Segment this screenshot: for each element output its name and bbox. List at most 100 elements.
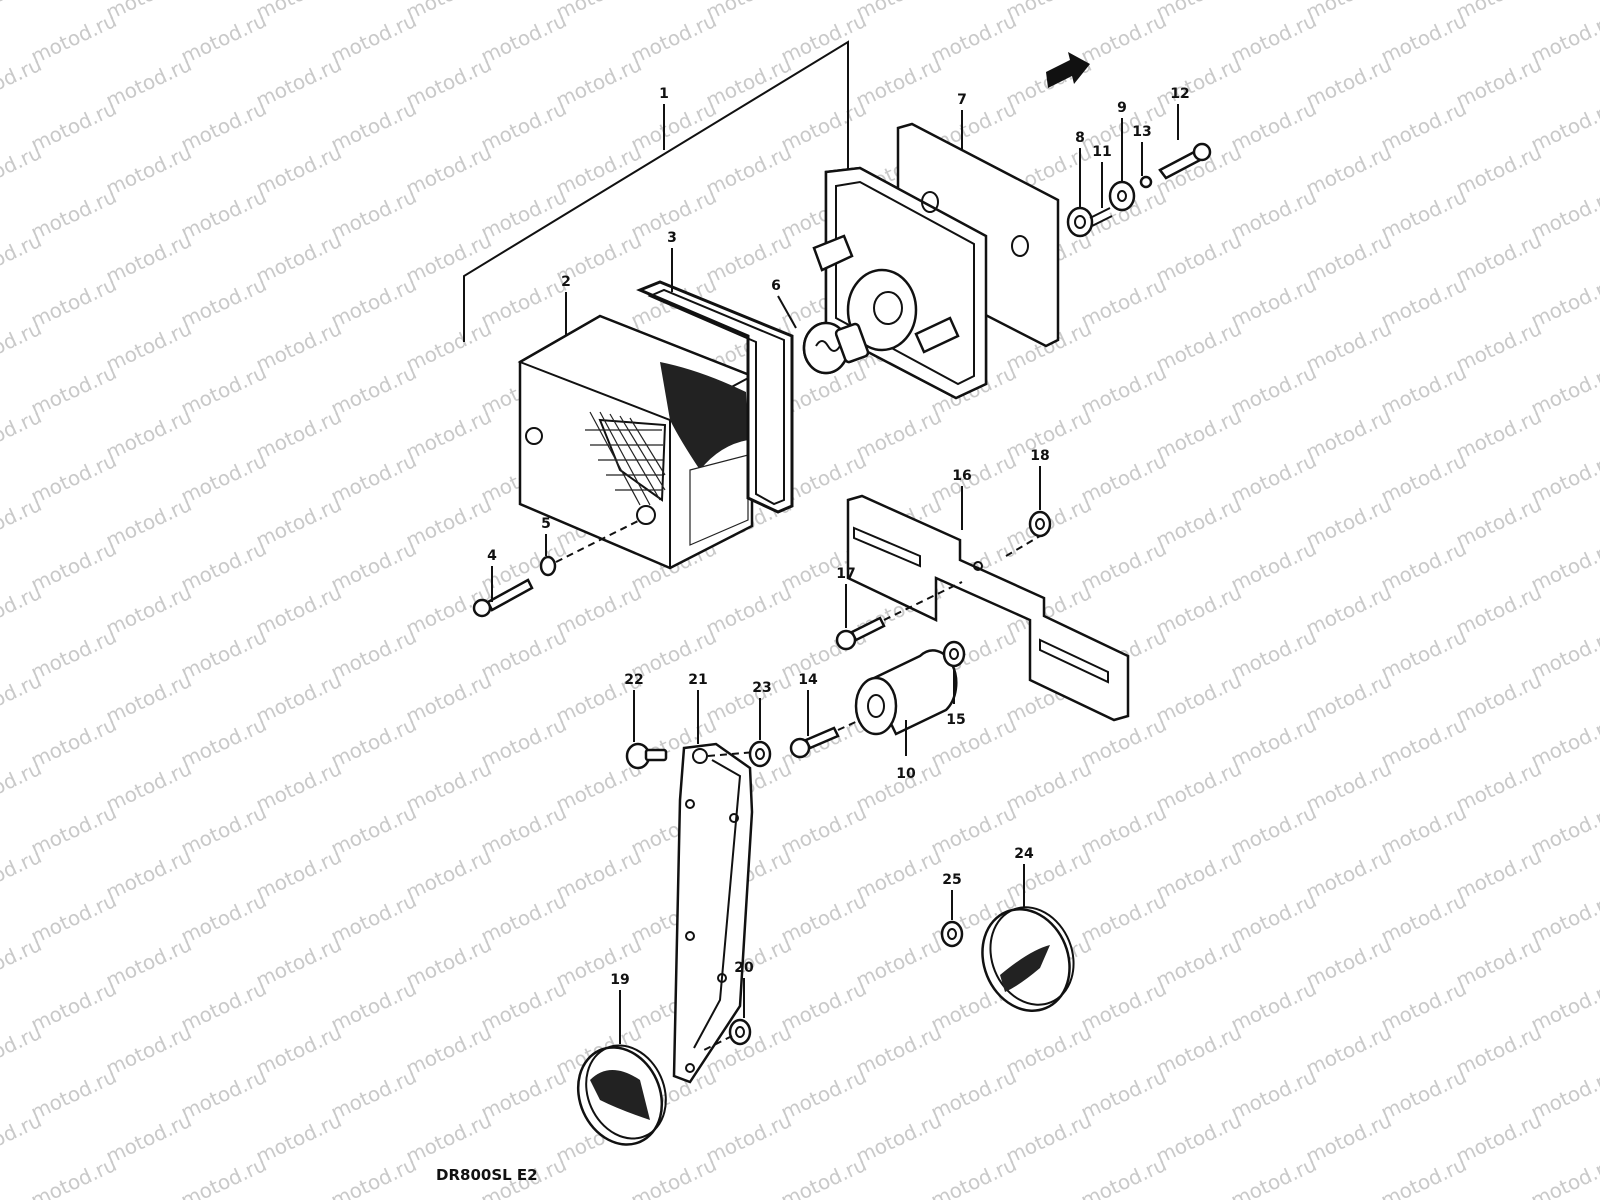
watermark-text: motod.ru [402, 52, 495, 113]
watermark-text: motod.ru [327, 272, 420, 333]
callout-1: 1 [659, 86, 669, 102]
watermark-text: motod.ru [1452, 580, 1545, 641]
watermark-text: motod.ru [102, 404, 195, 465]
watermark-text: motod.ru [1377, 536, 1470, 597]
watermark-text: motod.ru [777, 888, 870, 949]
watermark-text: motod.ru [1227, 888, 1320, 949]
watermark-text: motod.ru [0, 492, 45, 553]
watermark-text: motod.ru [327, 624, 420, 685]
watermark-text: motod.ru [102, 52, 195, 113]
watermark-text: motod.ru [852, 52, 945, 113]
watermark-text: motod.ru [477, 800, 570, 861]
watermark-text: motod.ru [1302, 1108, 1395, 1169]
watermark-text: motod.ru [102, 580, 195, 641]
watermark-text: motod.ru [252, 140, 345, 201]
watermark-text: motod.ru [1452, 492, 1545, 553]
watermark-text: motod.ru [1227, 1064, 1320, 1125]
watermark-text: motod.ru [1302, 844, 1395, 905]
watermark-text: motod.ru [477, 184, 570, 245]
watermark-text: motod.ru [927, 800, 1020, 861]
watermark-text: motod.ru [252, 316, 345, 377]
watermark-text: motod.ru [1077, 976, 1170, 1037]
watermark-text: motod.ru [1452, 668, 1545, 729]
callout-21: 21 [688, 672, 707, 688]
watermark-text: motod.ru [1152, 228, 1245, 289]
watermark-text: motod.ru [252, 668, 345, 729]
watermark-text: motod.ru [1302, 580, 1395, 641]
watermark-text: motod.ru [327, 184, 420, 245]
watermark-text: motod.ru [402, 228, 495, 289]
watermark-text: motod.ru [27, 96, 120, 157]
callout-4: 4 [487, 548, 497, 564]
watermark-text: motod.ru [927, 448, 1020, 509]
rubber-spacer [854, 640, 966, 736]
rear-reflector [576, 1018, 752, 1146]
callout-24: 24 [1014, 846, 1034, 862]
callout-12: 12 [1170, 86, 1189, 102]
callout-numbers: 1 2 3 4 5 6 7 8 9 10 11 12 13 14 15 16 1… [487, 86, 1190, 988]
watermark-text: motod.ru [1227, 96, 1320, 157]
watermark-text: motod.ru [0, 1108, 45, 1169]
watermark-text: motod.ru [402, 404, 495, 465]
watermark-text: motod.ru [1227, 8, 1320, 69]
front-arrow-icon [1046, 52, 1090, 88]
watermark-text: motod.ru [402, 492, 495, 553]
watermark-text: motod.ru [1227, 976, 1320, 1037]
watermark-text: motod.ru [1302, 1020, 1395, 1081]
callout-15: 15 [946, 712, 965, 728]
watermark-text: motod.ru [0, 316, 45, 377]
watermark-text: motod.ru [1152, 844, 1245, 905]
watermark-text: motod.ru [1077, 712, 1170, 773]
watermark-text: motod.ru [177, 1064, 270, 1125]
watermark-text: motod.ru [27, 976, 120, 1037]
watermark-text: motod.ru [627, 8, 720, 69]
model-label: DR800SL E2 [436, 1166, 538, 1184]
watermark-text: motod.ru [327, 96, 420, 157]
watermark-text: motod.ru [0, 668, 45, 729]
watermark-text: motod.ru [327, 448, 420, 509]
watermark-text: motod.ru [102, 316, 195, 377]
callout-13: 13 [1132, 124, 1151, 140]
watermark-text: motod.ru [552, 580, 645, 641]
backing-plate [802, 122, 1060, 400]
watermark-text: motod.ru [1377, 800, 1470, 861]
watermark-text: motod.ru [1227, 272, 1320, 333]
watermark-text: motod.ru [1227, 448, 1320, 509]
watermark-text: motod.ru [327, 888, 420, 949]
watermark-text: motod.ru [327, 8, 420, 69]
watermark-text: motod.ru [1377, 976, 1470, 1037]
watermark-text: motod.ru [552, 844, 645, 905]
watermark-text: motod.ru [402, 140, 495, 201]
watermark-text: motod.ru [402, 1020, 495, 1081]
watermark-text: motod.ru [1227, 1152, 1320, 1200]
watermark-text: motod.ru [702, 140, 795, 201]
watermark-text: motod.ru [0, 52, 45, 113]
watermark-text: motod.ru [252, 404, 345, 465]
watermark-text: motod.ru [1152, 580, 1245, 641]
watermark-text: motod.ru [1077, 1064, 1170, 1125]
watermark-text: motod.ru [1452, 228, 1545, 289]
lens-screw [472, 519, 641, 618]
watermark-text: motod.ru [702, 668, 795, 729]
watermark-text: motod.ru [102, 1020, 195, 1081]
watermark-text: motod.ru [1302, 668, 1395, 729]
callout-17: 17 [836, 566, 855, 582]
watermark-text: motod.ru [1152, 932, 1245, 993]
callout-14: 14 [798, 672, 818, 688]
watermark-text: motod.ru [1377, 1064, 1470, 1125]
watermark-text: motod.ru [1302, 316, 1395, 377]
watermark-text: motod.ru [1227, 360, 1320, 421]
callout-9: 9 [1117, 100, 1127, 116]
watermark-text: motod.ru [0, 580, 45, 641]
lens-gasket [636, 280, 794, 514]
watermark-text: motod.ru [327, 360, 420, 421]
watermark-text: motod.ru [1377, 8, 1470, 69]
watermark-text: motod.ru [1002, 1020, 1095, 1081]
watermark-text: motod.ru [852, 1108, 945, 1169]
watermark-text: motod.ru [477, 8, 570, 69]
watermark-text: motod.ru [777, 8, 870, 69]
watermark-text: motod.ru [27, 360, 120, 421]
watermark-text: motod.ru [777, 1064, 870, 1125]
watermark-text: motod.ru [177, 8, 270, 69]
